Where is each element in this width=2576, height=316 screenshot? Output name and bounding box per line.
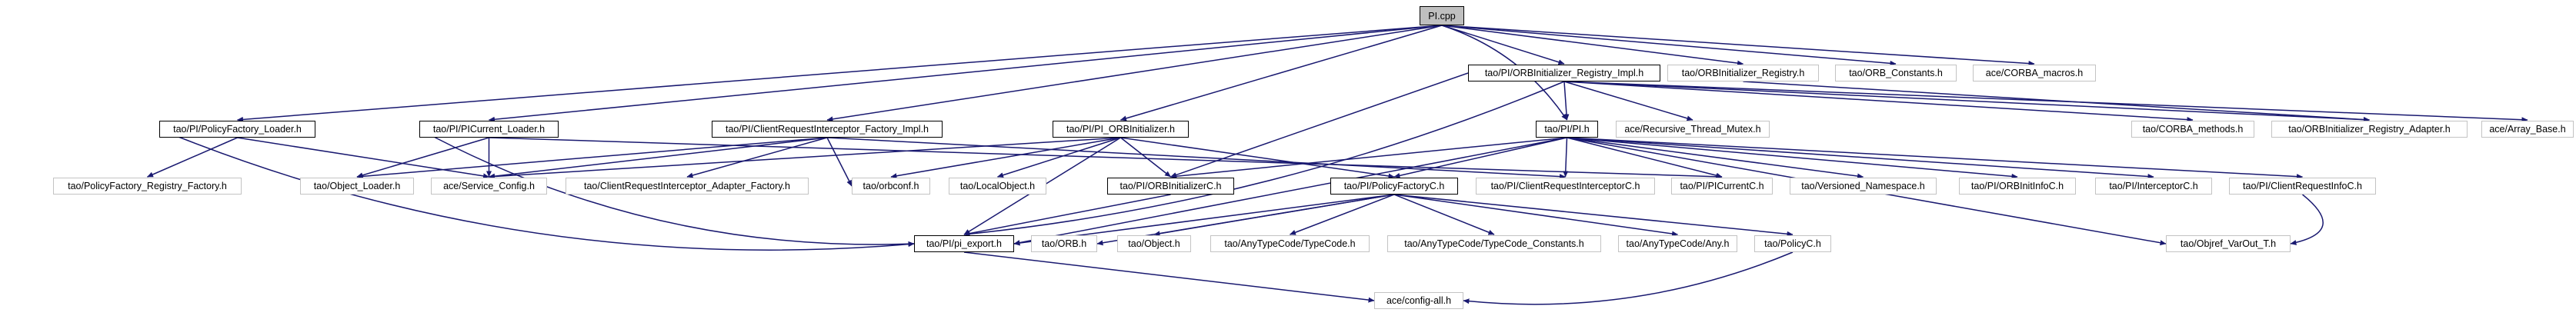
edge-cri_infoc-objref_varout (2290, 194, 2324, 245)
edge-pic_loader-picurrentc (489, 137, 1723, 180)
node-service_config: ace/Service_Config.h (431, 178, 547, 195)
edge-orbinit_reg_impl-pi_export (963, 81, 1565, 237)
node-object_h: tao/Object.h (1117, 235, 1191, 252)
edge-pi_h-cri_c (1563, 137, 1569, 178)
node-orbconf: tao/orbconf.h (852, 178, 930, 195)
node-policyfactoryc[interactable]: tao/PI/PolicyFactoryC.h (1330, 178, 1458, 195)
edge-pi_cpp-orbinit_reg (1441, 25, 1743, 66)
edge-policyfactoryc-typecode (1290, 194, 1395, 235)
edge-cri_factory_impl-cri_adapter_factory (686, 137, 828, 178)
node-interceptorc: tao/PI/InterceptorC.h (2095, 178, 2212, 195)
edge-pi_h-interceptorc (1567, 137, 2154, 179)
edge-policyc-config_all (1463, 251, 1794, 305)
node-typecode_consts: tao/AnyTypeCode/TypeCode_Constants.h (1387, 235, 1601, 252)
node-typecode: tao/AnyTypeCode/TypeCode.h (1210, 235, 1370, 252)
edge-pi_h-versioned_ns (1567, 137, 1864, 179)
edge-cri_factory_impl-object_loader (356, 137, 828, 179)
edge-policyfactoryc-typecode_consts (1393, 194, 1495, 235)
node-pf_reg_factory: tao/PolicyFactory_Registry_Factory.h (53, 178, 242, 195)
edge-pi_orbinit-orbconf (890, 137, 1121, 179)
node-array_base: ace/Array_Base.h (2481, 121, 2574, 138)
edge-pi_cpp-pi_h (1441, 25, 1568, 121)
edge-group (147, 25, 2528, 305)
edge-pi_orbinit-policyfactoryc (1120, 137, 1395, 179)
edge-pi_export-config_all (963, 251, 1375, 303)
edge-orbinit_reg_impl-array_base (1563, 81, 2528, 123)
node-objref_varout: tao/Objref_VarOut_T.h (2166, 235, 2291, 252)
node-orb_h: tao/ORB.h (1031, 235, 1097, 252)
edge-orbinit_reg_impl-corba_methods (1563, 81, 2194, 123)
node-orbinit_reg_adapter: tao/ORBInitializer_Registry_Adapter.h (2271, 121, 2468, 138)
edge-pi_h-pi_export (1013, 137, 1567, 246)
node-pic_loader[interactable]: tao/PI/PICurrent_Loader.h (419, 121, 559, 138)
node-cri_c: tao/PI/ClientRequestInterceptorC.h (1476, 178, 1655, 195)
node-rec_mutex: ace/Recursive_Thread_Mutex.h (1616, 121, 1770, 138)
edge-orbinit_reg-orbinit_reg_adapter (1743, 81, 2370, 123)
edge-pi_h-policyfactoryc (1393, 137, 1567, 178)
node-orbinit_reg: tao/ORBInitializer_Registry.h (1667, 65, 1819, 81)
edge-pi_cpp-corba_macros (1441, 25, 2035, 67)
edge-pi_h-orbinitinfoc (1567, 137, 2018, 179)
node-cri_adapter_factory: tao/ClientRequestInterceptor_Adapter_Fac… (566, 178, 809, 195)
edge-pi_h-cri_infoc (1567, 137, 2303, 180)
node-localobject: tao/LocalObject.h (949, 178, 1046, 195)
node-cri_factory_impl[interactable]: tao/PI/ClientRequestInterceptor_Factory_… (712, 121, 943, 138)
edge-pi_orbinit-orbinitializerc (1120, 137, 1171, 178)
node-cri_infoc: tao/PI/ClientRequestInfoC.h (2229, 178, 2376, 195)
node-pi_h[interactable]: tao/PI/PI.h (1536, 121, 1598, 138)
edge-pi_cpp-cri_factory_impl (826, 25, 1443, 122)
edge-cri_factory_impl-cri_c (826, 137, 1566, 180)
edge-policyfactoryc-any_h (1393, 194, 1678, 237)
edge-pf_loader-pf_reg_factory (147, 137, 238, 178)
node-pf_loader[interactable]: tao/PI/PolicyFactory_Loader.h (159, 121, 315, 138)
node-picurrentc: tao/PI/PICurrentC.h (1671, 178, 1773, 195)
edge-pic_loader-pi_export (419, 128, 915, 247)
edge-orbinit_reg_impl-orbinit_reg_adapter (1563, 81, 2370, 123)
edge-policyfactoryc-object_h (1153, 194, 1395, 237)
node-config_all: ace/config-all.h (1374, 292, 1463, 309)
node-corba_methods: tao/CORBA_methods.h (2131, 121, 2254, 138)
node-orbinit_reg_impl[interactable]: tao/PI/ORBInitializer_Registry_Impl.h (1468, 65, 1660, 81)
edge-pi_orbinit-localobject (997, 137, 1121, 178)
edge-orbinitializerc-pi_export (963, 194, 1171, 237)
edge-pi_cpp-orb_constants (1441, 25, 1897, 66)
node-policyc: tao/PolicyC.h (1754, 235, 1831, 252)
edge-pi_cpp-pi_orbinit (1120, 25, 1443, 121)
node-corba_macros: ace/CORBA_macros.h (1973, 65, 2096, 81)
edge-policyfactoryc-policyc (1393, 194, 1794, 237)
edge-orbinit_reg_impl-rec_mutex (1563, 81, 1693, 121)
node-pi_orbinit[interactable]: tao/PI/PI_ORBInitializer.h (1053, 121, 1189, 138)
edge-pi_cpp-pf_loader (237, 25, 1443, 122)
node-pi_cpp: PI.cpp (1420, 6, 1464, 25)
edge-pf_loader-pi_export (158, 128, 915, 251)
node-versioned_ns: tao/Versioned_Namespace.h (1790, 178, 1937, 195)
edge-orbinit_reg_impl-pi_h (1563, 81, 1570, 121)
node-any_h: tao/AnyTypeCode/Any.h (1618, 235, 1737, 252)
edge-cri_factory_impl-service_config (489, 137, 828, 179)
edge-pi_orbinit-service_config (489, 137, 1121, 180)
node-orb_constants: tao/ORB_Constants.h (1835, 65, 1957, 81)
edge-orbinit_reg_impl-orbinitializerc (1170, 72, 1469, 178)
edge-pi_cpp-orbinit_reg_impl (1441, 25, 1565, 65)
node-orbinitinfoc: tao/PI/ORBInitInfoC.h (1959, 178, 2076, 195)
node-object_loader: tao/Object_Loader.h (300, 178, 414, 195)
edge-cri_factory_impl-orbconf (826, 137, 853, 187)
edge-pic_loader-object_loader (356, 137, 489, 178)
node-orbinitializerc[interactable]: tao/PI/ORBInitializerC.h (1107, 178, 1234, 195)
edge-pi_h-picurrentc (1567, 137, 1723, 178)
edge-pf_loader-service_config (237, 137, 489, 179)
edge-pi_h-orbinitializerc (1170, 137, 1567, 179)
node-pi_export[interactable]: tao/PI/pi_export.h (914, 235, 1014, 252)
edge-pi_cpp-pic_loader (489, 25, 1443, 122)
